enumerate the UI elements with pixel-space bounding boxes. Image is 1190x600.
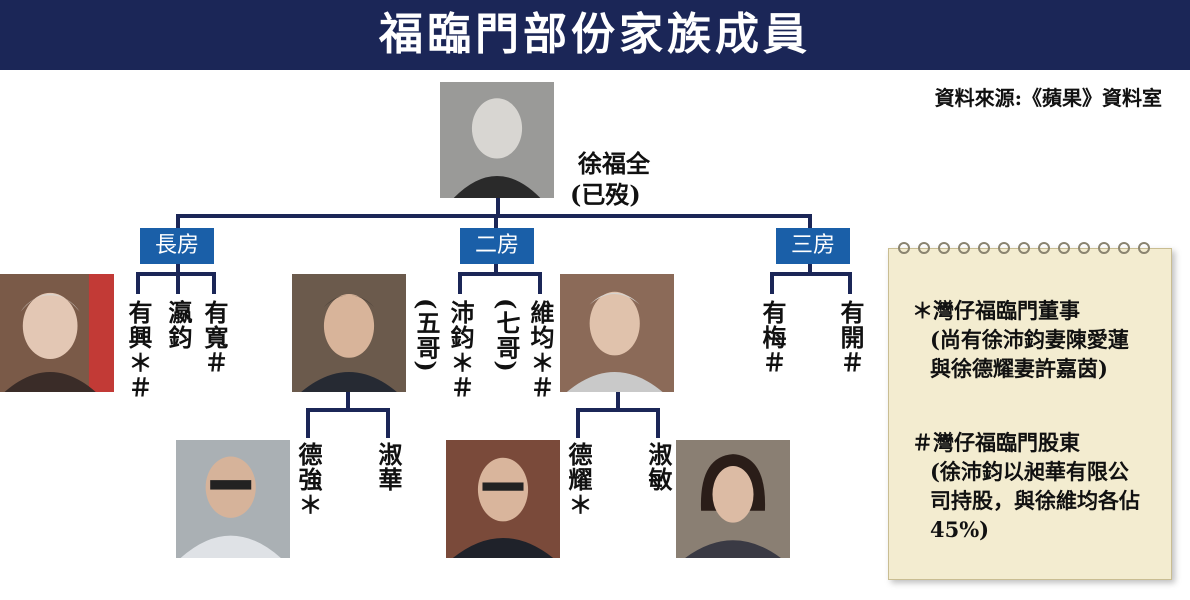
peijun-bar	[306, 408, 390, 412]
founder-name: 徐福全	[578, 149, 650, 178]
weijun-drop	[616, 392, 620, 412]
b3-bar	[770, 272, 852, 276]
member-weijun: 維均＊＃	[526, 300, 555, 400]
peijun-drop	[346, 392, 350, 412]
page-title: 福臨門部份家族成員	[379, 9, 811, 60]
member-youkai: 有開＃	[836, 300, 865, 375]
portrait-placeholder-icon	[0, 274, 114, 392]
b2-drop	[494, 262, 498, 276]
b1-drop	[176, 262, 180, 276]
youxing-photo	[0, 274, 114, 392]
shumin-photo	[676, 440, 790, 558]
branch1-stem	[176, 214, 180, 234]
portrait-placeholder-icon	[676, 440, 790, 558]
b2-leg-2	[538, 272, 542, 294]
deyao-photo	[446, 440, 560, 558]
peijun-photo	[292, 274, 406, 392]
notes-paper	[888, 248, 1172, 580]
b1-leg-3	[212, 272, 216, 294]
weijun-leg-1	[576, 408, 580, 438]
member-shuhua: 淑華	[374, 442, 403, 492]
b3-leg-2	[848, 272, 852, 294]
member-shumin: 淑敏	[644, 442, 673, 492]
b3-drop	[808, 262, 812, 276]
branch-2-badge: 二房	[460, 228, 534, 264]
founder-note: (已歿)	[570, 180, 641, 209]
branch2-stem	[494, 214, 498, 234]
peijun-leg-2	[386, 408, 390, 438]
portrait-placeholder-icon	[446, 440, 560, 558]
member-youmei: 有梅＃	[758, 300, 787, 375]
spiral-binding-icon	[898, 242, 1150, 254]
peijun-leg-1	[306, 408, 310, 438]
note-hash-detail: (徐沛鈞以昶華有限公司持股，與徐維均各佔 45%)	[930, 459, 1140, 542]
portrait-placeholder-icon	[176, 440, 290, 558]
branch3-stem	[808, 214, 812, 234]
source-credit: 資料來源:《蘋果》資料室	[934, 86, 1162, 110]
member-peijun: 沛鈞＊＃	[446, 300, 475, 400]
title-bar	[0, 0, 1190, 70]
founder-stem	[496, 198, 500, 218]
b2-leg-1	[458, 272, 462, 294]
weijun-leg-2	[656, 408, 660, 438]
portrait-placeholder-icon	[560, 274, 674, 392]
weijun-photo	[560, 274, 674, 392]
note-star: ＊灣仔福臨門董事	[912, 298, 1080, 323]
member-yingjun: 瀛鈞	[164, 300, 193, 350]
branch-1-badge: 長房	[140, 228, 214, 264]
weijun-bar	[576, 408, 660, 412]
member-youxing: 有興＊＃	[124, 300, 153, 400]
note-star-detail: (尚有徐沛鈞妻陳愛蓮與徐德耀妻許嘉茵)	[930, 327, 1129, 381]
b1-leg-2	[176, 272, 180, 294]
portrait-placeholder-icon	[292, 274, 406, 392]
member-youkuan: 有寬＃	[200, 300, 229, 375]
member-peijun-note: (五哥)	[412, 298, 441, 373]
b2-bar	[458, 272, 542, 276]
note-hash: ＃灣仔福臨門股東	[912, 430, 1080, 455]
portrait-placeholder-icon	[440, 82, 554, 198]
b1-leg-1	[136, 272, 140, 294]
member-deqiang: 德強＊	[294, 442, 323, 517]
branch-3-badge: 三房	[776, 228, 850, 264]
b3-leg-1	[770, 272, 774, 294]
founder-photo	[440, 82, 554, 198]
deqiang-photo	[176, 440, 290, 558]
member-weijun-note: (七哥)	[492, 298, 521, 373]
member-deyao: 德耀＊	[564, 442, 593, 517]
